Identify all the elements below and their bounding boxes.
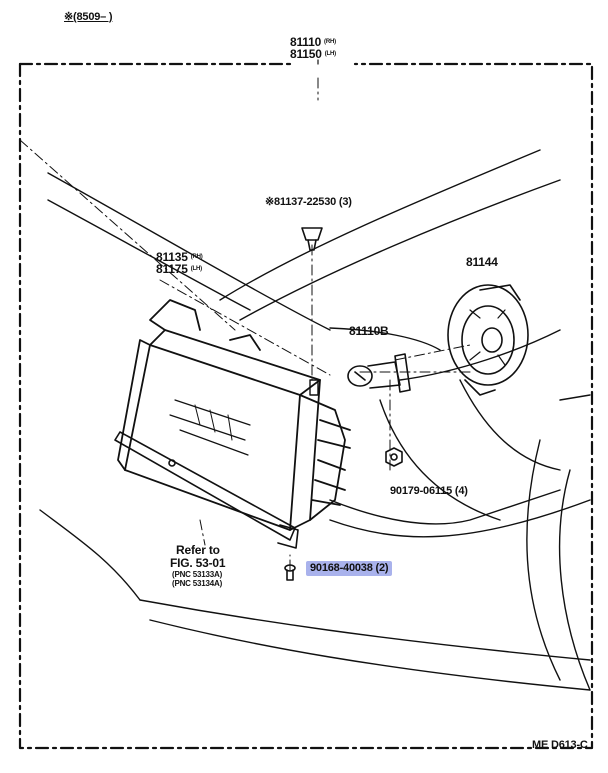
nut-label: 90179-06115 (4) <box>390 485 468 497</box>
assy-lh-number: 81150 <box>290 47 322 61</box>
bulb <box>347 353 411 393</box>
refer-line-1: Refer to <box>176 543 220 557</box>
bulb-label: 81110B <box>349 324 389 338</box>
serial-range-label: ※(8509– ) <box>64 11 113 23</box>
housing-rh-label: 81135(RH) <box>156 250 203 264</box>
assy-rh-label: 81110(RH) <box>290 35 336 49</box>
bolt-part-label[interactable]: 90168-40038 (2) <box>306 561 393 576</box>
assy-lh-side: (LH) <box>324 51 336 57</box>
bolt <box>284 564 296 581</box>
housing-lh-label: 81175(LH) <box>156 262 202 276</box>
assy-lh-label: 81150(LH) <box>290 47 336 61</box>
leader-lines <box>19 77 471 571</box>
refer-line-4: (PNC 53134A) <box>172 579 223 588</box>
nut <box>385 447 403 467</box>
assembly-frame <box>18 62 594 750</box>
screw-part-label: ※81137-22530 (3) <box>265 196 352 208</box>
refer-line-3: (PNC 53133A) <box>172 570 223 579</box>
housing-rh-number: 81135 <box>156 250 188 264</box>
socket-cover <box>447 284 529 396</box>
assy-rh-number: 81110 <box>290 35 322 49</box>
diagram-code: ME D613-C <box>532 739 588 751</box>
housing-lh-side: (LH) <box>190 266 202 272</box>
housing-pin <box>309 379 319 396</box>
assy-rh-side: (RH) <box>324 39 336 45</box>
headlamp-housing <box>117 299 351 531</box>
screw-clip <box>301 227 323 251</box>
housing-rh-side: (RH) <box>190 254 203 260</box>
cover-label: 81144 <box>466 255 498 269</box>
lower-bracket <box>114 431 299 549</box>
refer-line-2: FIG. 53-01 <box>170 556 226 570</box>
housing-lh-number: 81175 <box>156 262 188 276</box>
body-outline <box>39 149 591 691</box>
